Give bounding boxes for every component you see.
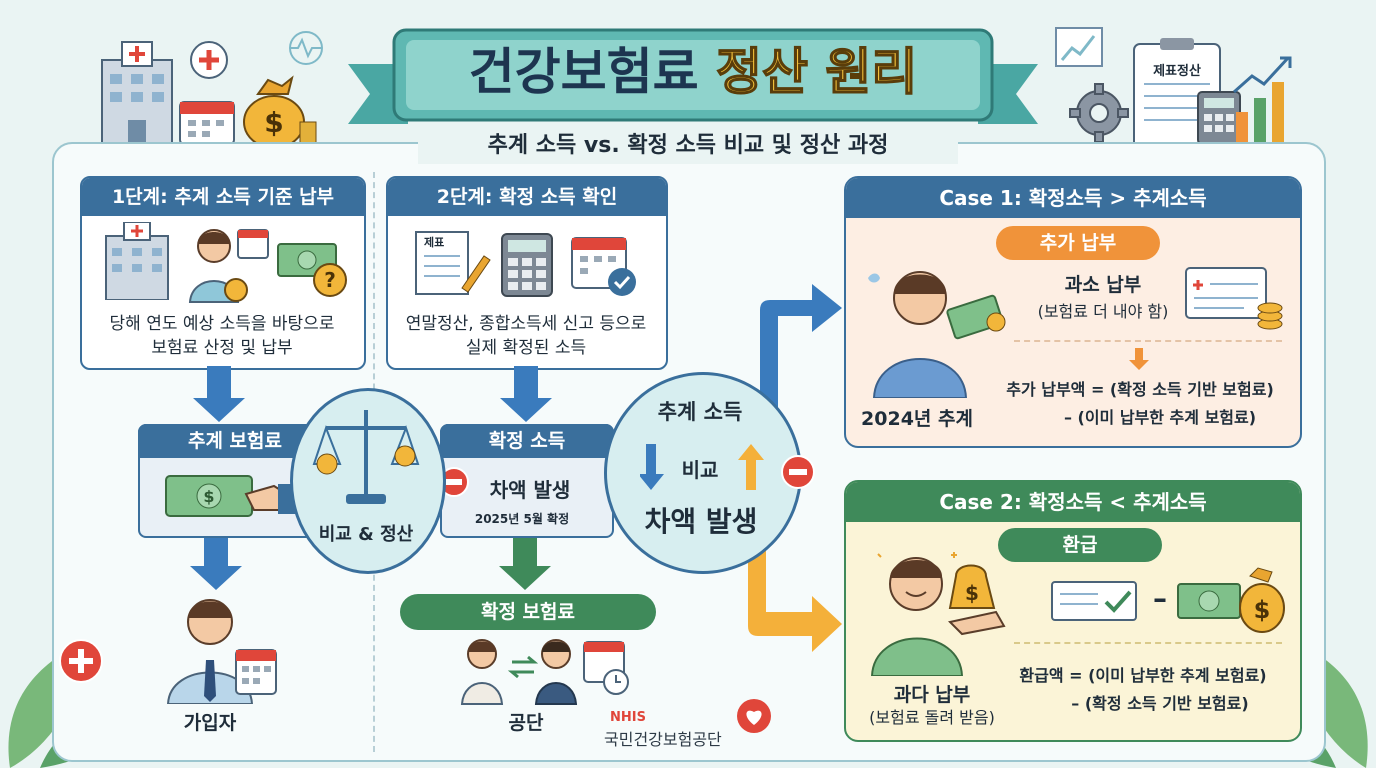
- case1-formula-line1: 추가 납부액 = (확정 소득 기반 보험료): [1006, 380, 1274, 399]
- happy-person-icon: $: [870, 552, 1006, 676]
- medical-chat-icon: [190, 41, 228, 79]
- step2-body-line1: 연말정산, 종합소득세 신고 등으로: [405, 314, 647, 334]
- case2-formula-line2: – (확정 소득 기반 보험료): [1071, 694, 1249, 713]
- gear-icon: [1069, 83, 1129, 143]
- nhis-logo-icon: [737, 699, 771, 733]
- compare-bottom: 차액 발생: [644, 505, 758, 538]
- svg-text:$: $: [264, 106, 283, 139]
- tax-document-icon: [415, 231, 491, 295]
- calendar-icon: [179, 101, 235, 145]
- step2-header: 2단계: 확정 소득 확인: [388, 178, 666, 216]
- step1-body: 당해 연도 예상 소득을 바탕으로 보험료 산정 및 납부: [82, 312, 362, 360]
- step1-body-line2: 보험료 산정 및 납부: [151, 338, 293, 358]
- compare-arrows-icon: [640, 444, 764, 490]
- svg-text:$: $: [1254, 596, 1271, 624]
- svg-text:?: ?: [324, 268, 336, 292]
- balance-scale-icon: [312, 410, 420, 504]
- compare-mid: 비교: [681, 458, 719, 482]
- insurance-card-coins-icon: [1185, 267, 1283, 330]
- subtitle: 추계 소득 vs. 확정 소득 비교 및 정산 과정: [418, 128, 958, 164]
- case2-header: Case 2: 확정소득 < 추계소득: [846, 482, 1300, 522]
- medical-cross-icon: [59, 639, 103, 683]
- bar-growth-icon: [1233, 56, 1292, 146]
- down-arrow-icon: [1129, 348, 1149, 370]
- svg-text:$: $: [965, 581, 979, 605]
- chart-board-icon: [1055, 27, 1103, 67]
- case1-pill: 추가 납부: [996, 226, 1160, 260]
- heartbeat-icon: [289, 31, 323, 65]
- title-part2: 정산 원리: [715, 42, 918, 102]
- minus-icon: [781, 455, 815, 489]
- confirmed-income-label: 확정 소득: [440, 424, 614, 458]
- scale-caption: 비교 & 정산: [318, 524, 414, 545]
- calendar-check-icon: [571, 237, 636, 296]
- step2-body: 연말정산, 종합소득세 신고 등으로 실제 확정된 소득: [388, 312, 664, 360]
- case1-divider: [1014, 340, 1282, 342]
- cash-hand-icon: $: [165, 475, 296, 517]
- case2-pill: 환급: [998, 528, 1162, 562]
- minus-icon: [439, 467, 469, 497]
- hospital-icon: [101, 41, 173, 145]
- step1-body-line1: 당해 연도 예상 소득을 바탕으로: [109, 314, 335, 334]
- case2-status-note: (보험료 돌려 받음): [869, 708, 995, 727]
- case2-minus: –: [1153, 582, 1167, 615]
- case2-formula-line1: 환급액 = (이미 납부한 추계 보험료): [1019, 666, 1267, 685]
- check-document-icon: [1051, 581, 1137, 621]
- compare-top: 추계 소득: [657, 400, 743, 424]
- worried-person-icon: [868, 271, 1006, 398]
- case1-year-caption: 2024년 추계: [861, 408, 973, 430]
- confirmed-premium-label: 확정 보험료: [400, 594, 656, 630]
- svg-text:$: $: [203, 487, 214, 506]
- cash-question-icon: ?: [277, 243, 347, 297]
- calculator-icon: [501, 233, 553, 297]
- difference-date: 2025년 5월 확정: [474, 512, 570, 526]
- tax-document-label: 제표: [424, 236, 445, 249]
- person-calendar-icon: [188, 229, 269, 303]
- difference-label: 차액 발생: [489, 478, 571, 502]
- case1-status-note: (보험료 더 내야 함): [1037, 302, 1169, 321]
- subscriber-avatar: [166, 599, 277, 704]
- cash-moneybag-icon: $: [1177, 567, 1285, 633]
- title-part1: 건강보험료: [468, 43, 699, 101]
- case1-status: 과소 납부: [1064, 274, 1142, 296]
- nhis-name: 국민건강보험공단: [604, 730, 722, 749]
- corporation-staff-icon: [460, 639, 629, 705]
- step1-header: 1단계: 추계 소득 기준 납부: [82, 178, 364, 216]
- step2-body-line2: 실제 확정된 소득: [465, 338, 587, 358]
- case1-header: Case 1: 확정소득 > 추계소득: [846, 178, 1300, 218]
- clipboard-label: 제표정산: [1153, 64, 1201, 79]
- case1-formula-line2: – (이미 납부한 추계 보험료): [1063, 408, 1257, 427]
- nhis-code: NHIS: [610, 710, 646, 725]
- page-title: 건강보험료 정산 원리: [398, 40, 988, 104]
- case2-status: 과다 납부: [893, 684, 971, 706]
- subscriber-caption: 가입자: [183, 712, 237, 734]
- case2-divider: [1014, 642, 1282, 644]
- corporation-caption: 공단: [508, 712, 544, 734]
- title-banner: [348, 28, 1038, 124]
- hospital-icon: [105, 222, 169, 300]
